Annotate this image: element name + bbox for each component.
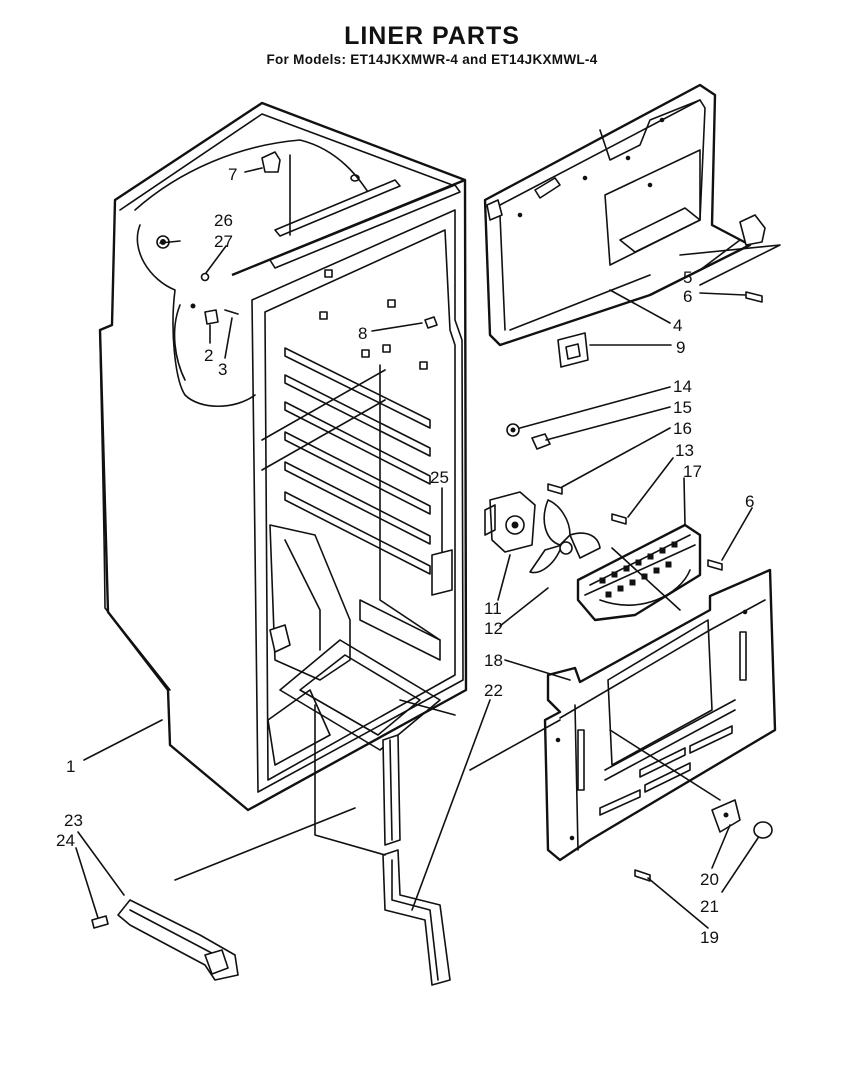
callout-11: 11	[484, 599, 502, 618]
callout-17: 17	[683, 462, 702, 481]
callout-numbers: 1 2 3 4 5 6 6 7 8 9 11 12 13 14 15 16 17…	[56, 165, 754, 947]
callout-22: 22	[484, 681, 503, 700]
bracket-20	[711, 799, 741, 833]
callout-4: 4	[673, 316, 682, 335]
drain-trough-22	[382, 734, 451, 986]
callout-7: 7	[228, 165, 237, 184]
screw-13	[611, 513, 627, 525]
diagram-title: LINER PARTS	[344, 22, 520, 50]
bracket-7	[261, 151, 281, 173]
callout-15: 15	[673, 398, 692, 417]
callout-12: 12	[484, 619, 503, 638]
knob-21	[753, 821, 773, 839]
label-plate	[431, 549, 453, 596]
refrigerator-liner-cabinet	[98, 101, 468, 812]
callout-8: 8	[358, 324, 367, 343]
screw-16	[547, 483, 563, 495]
fan-shroud-17	[576, 523, 702, 622]
screw-6-top	[745, 291, 763, 303]
callout-19: 19	[700, 928, 719, 947]
fan-nut-14	[506, 423, 520, 437]
callout-24: 24	[56, 831, 75, 850]
fan-motor-11	[484, 491, 536, 553]
guide-lines	[174, 244, 781, 881]
clip-27	[200, 272, 210, 282]
fastener-8	[424, 316, 438, 329]
callout-1: 1	[66, 757, 75, 776]
rear-cover-panel-18	[543, 568, 777, 862]
callout-13: 13	[675, 441, 694, 460]
callout-5: 5	[683, 268, 692, 287]
fan-grommet-15	[531, 433, 551, 450]
callout-2: 2	[204, 346, 213, 365]
screw-6-mid	[707, 559, 723, 571]
screw-19	[634, 869, 651, 882]
shelf-rails	[284, 347, 431, 575]
callout-6b: 6	[745, 492, 754, 511]
callout-27: 27	[214, 232, 233, 251]
clip-2-3	[190, 303, 239, 325]
callout-9: 9	[676, 338, 685, 357]
callout-21: 21	[700, 897, 719, 916]
toe-bracket-23	[117, 899, 239, 981]
diagram-subtitle: For Models: ET14JKXMWR-4 and ET14JKXMWL-…	[266, 52, 598, 67]
evaporator-cover-4	[483, 83, 752, 347]
callout-18: 18	[484, 651, 503, 670]
grille-9	[557, 332, 589, 368]
callout-16: 16	[673, 419, 692, 438]
callout-14: 14	[673, 377, 692, 396]
clip-5	[739, 214, 766, 246]
callout-20: 20	[700, 870, 719, 889]
callout-23: 23	[64, 811, 83, 830]
callout-26: 26	[214, 211, 233, 230]
callout-6a: 6	[683, 287, 692, 306]
fan-blade-12	[529, 499, 601, 574]
screw-24	[91, 915, 109, 929]
leader-lines	[75, 167, 759, 929]
callout-25: 25	[430, 468, 449, 487]
shroud-vents	[599, 541, 678, 598]
callout-3: 3	[218, 360, 227, 379]
